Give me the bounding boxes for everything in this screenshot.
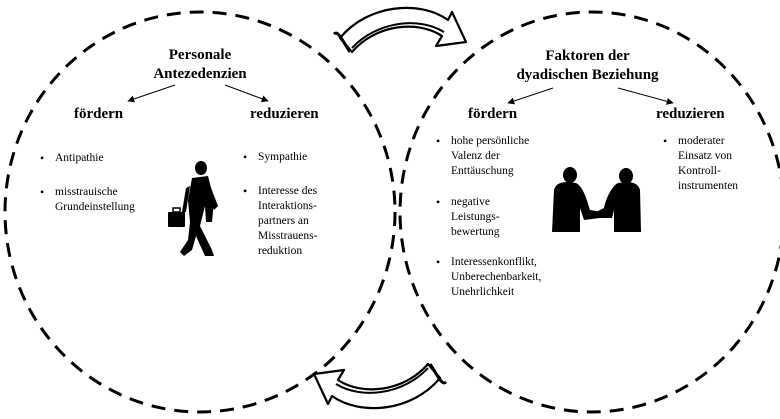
- right-title-line: dyadischen Beziehung: [516, 67, 659, 83]
- list-item: • Interessenkonflikt, Unberechenbarkeit,…: [436, 255, 542, 300]
- bullet-icon: •: [243, 184, 248, 198]
- handshake-icon: [552, 167, 641, 232]
- item-line: moderater: [678, 135, 725, 147]
- left-title: Personale Antezedenzien: [130, 46, 270, 84]
- item-line: negative: [451, 196, 490, 208]
- item-line: Kontroll-: [678, 165, 721, 177]
- left-arrow-foerdern: [127, 84, 176, 103]
- walking-businessman-icon: [168, 161, 218, 256]
- left-arrow-reduzieren: [224, 84, 269, 103]
- item-line: Antipathie: [55, 152, 104, 164]
- bullet-icon: •: [40, 151, 45, 165]
- item-line: Misstrauens-: [258, 230, 318, 242]
- list-item: • misstrauische Grundeinstellung: [40, 185, 135, 215]
- item-line: Grundeinstellung: [55, 201, 135, 213]
- item-line: reduktion: [258, 245, 303, 257]
- item-line: Einsatz von: [678, 150, 732, 162]
- list-item: • Sympathie: [243, 150, 308, 165]
- item-line: Interessenkonflikt,: [451, 256, 537, 268]
- bullet-icon: •: [436, 134, 441, 148]
- item-line: hohe persönliche: [451, 135, 530, 147]
- item-line: Interesse des: [258, 185, 318, 197]
- right-arrow-foerdern: [507, 87, 554, 105]
- item-line: Unehrlichkeit: [451, 286, 515, 298]
- bullet-icon: •: [663, 134, 668, 148]
- left-reduzieren-label: reduzieren: [250, 106, 319, 122]
- item-line: Interaktions-: [258, 200, 317, 212]
- item-line: Leistungs-: [451, 211, 500, 223]
- left-title-line: Personale: [168, 47, 232, 63]
- list-item: • moderater Einsatz von Kontroll- instru…: [663, 134, 739, 194]
- item-line: instrumenten: [678, 180, 739, 192]
- bullet-icon: •: [436, 255, 441, 269]
- item-line: bewertung: [451, 226, 500, 238]
- right-arrow-reduzieren: [617, 87, 674, 105]
- bullet-icon: •: [243, 150, 248, 164]
- item-line: partners an: [258, 215, 309, 227]
- item-line: Enttäuschung: [451, 165, 514, 177]
- item-line: Sympathie: [258, 151, 308, 163]
- right-circle: [398, 10, 780, 414]
- item-line: Unberechenbarkeit,: [451, 271, 542, 283]
- right-title-line: Faktoren der: [545, 48, 630, 64]
- item-line: Valenz der: [451, 150, 500, 162]
- item-line: misstrauische: [55, 186, 118, 198]
- list-item: • Interesse des Interaktions- partners a…: [243, 184, 318, 259]
- bullet-icon: •: [436, 195, 441, 209]
- list-item: • hohe persönliche Valenz der Enttäuschu…: [436, 134, 530, 179]
- list-item: • Antipathie: [40, 151, 104, 166]
- right-title: Faktoren der dyadischen Beziehung: [500, 47, 675, 85]
- list-item: • negative Leistungs- bewertung: [436, 195, 500, 240]
- right-reduzieren-label: reduzieren: [656, 106, 725, 122]
- bullet-icon: •: [40, 185, 45, 199]
- left-foerdern-label: fördern: [74, 106, 124, 122]
- right-foerdern-label: fördern: [468, 106, 518, 122]
- bottom-curved-arrow-icon: [312, 362, 448, 410]
- left-title-line: Antezedenzien: [153, 66, 247, 82]
- left-circle: [3, 10, 397, 414]
- top-curved-arrow-icon: [332, 6, 468, 54]
